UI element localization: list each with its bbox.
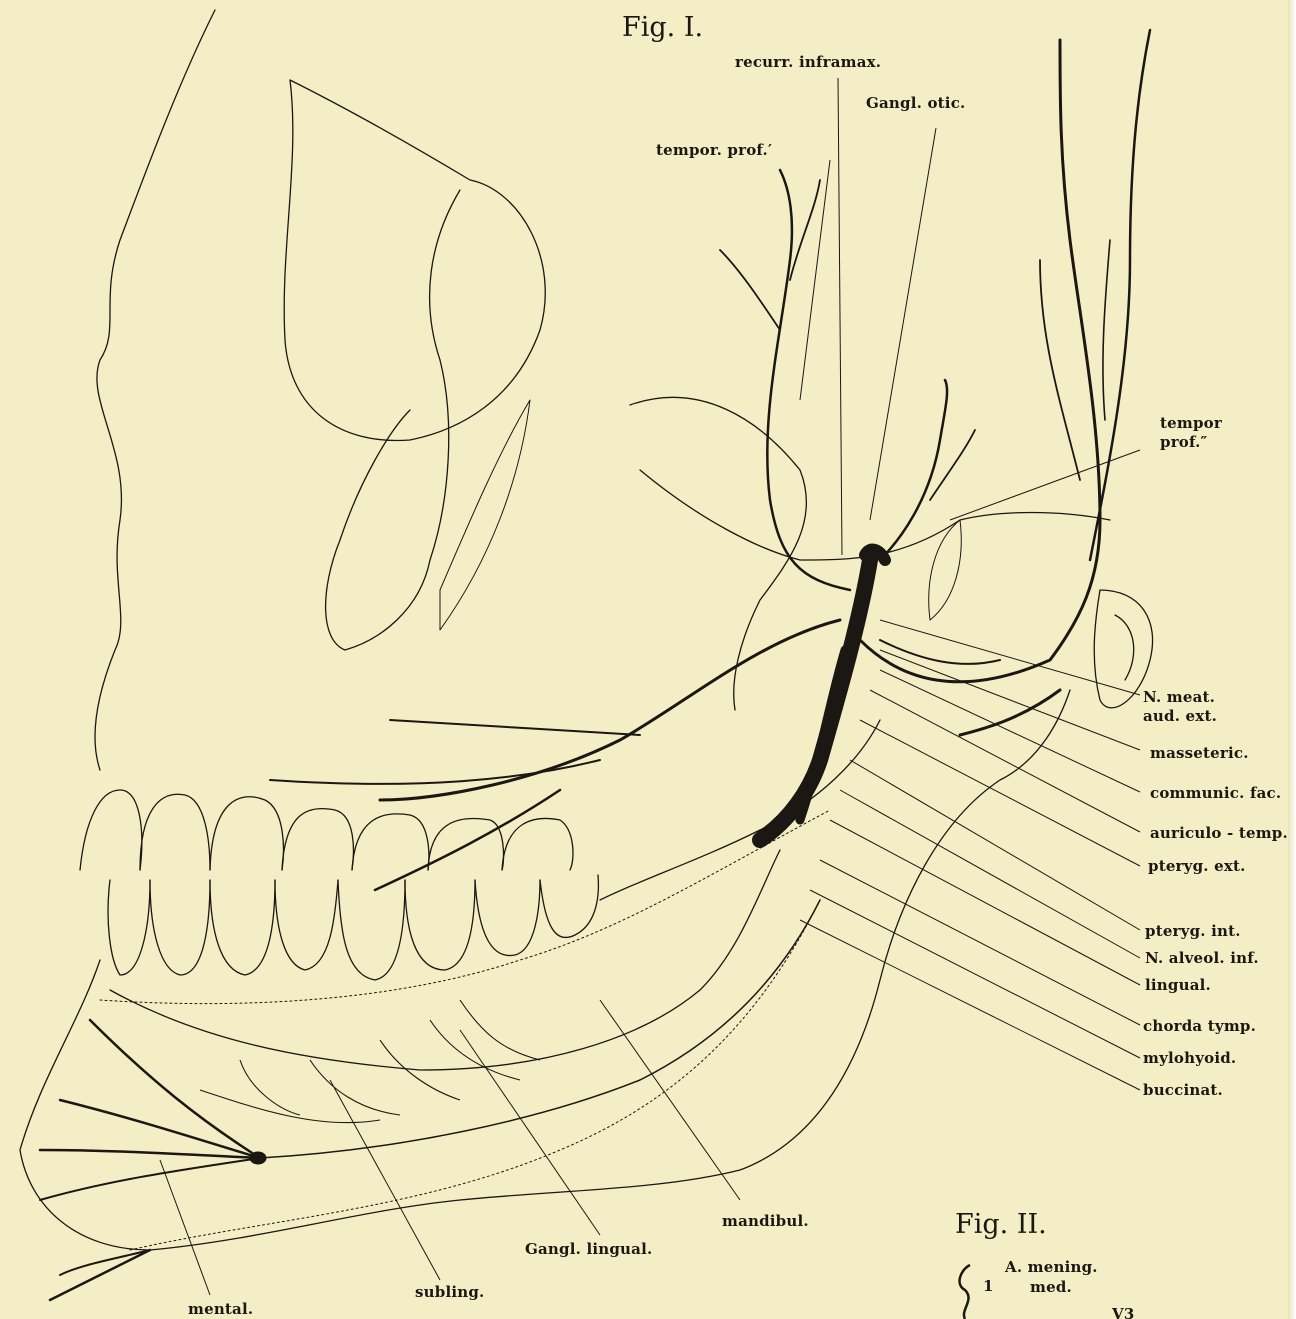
lingual-trunk (960, 690, 1060, 735)
fig2-label-a-mening-line1: A. mening. (1004, 1258, 1098, 1276)
leader-lines (160, 78, 1140, 1295)
label-lingual: lingual. (1145, 976, 1211, 994)
fig2-drawing (960, 1265, 970, 1319)
deep-temporal-nerve-1 (767, 170, 850, 590)
fig1-title: Fig. I. (622, 12, 703, 43)
label-pteryg-ext: pteryg. ext. (1148, 857, 1246, 875)
mandible-outline (20, 690, 1070, 1250)
label-tempor-prof1: tempor. prof.′ (656, 141, 772, 159)
label-n-meat-line1: N. meat. (1143, 688, 1215, 706)
label-subling: subling. (415, 1283, 484, 1301)
label-gangl-lingual: Gangl. lingual. (525, 1240, 652, 1258)
label-chorda-tymp: chorda tymp. (1143, 1017, 1256, 1035)
label-pteryg-int: pteryg. int. (1145, 922, 1241, 940)
lower-teeth (108, 875, 598, 980)
skull-outline (95, 10, 215, 770)
label-n-meat-line2: aud. ext. (1143, 707, 1217, 725)
label-auriculo-temp: auriculo - temp. (1150, 824, 1288, 842)
page-edge (1288, 0, 1296, 1319)
label-buccinat: buccinat. (1143, 1081, 1223, 1099)
label-mandibul: mandibul. (722, 1212, 809, 1230)
upper-teeth (80, 790, 573, 870)
ear-inner (1115, 615, 1134, 680)
alveolar-nerve (800, 650, 845, 820)
label-tempor-prof2-line2: prof.″ (1160, 433, 1208, 451)
label-n-alveol-inf: N. alveol. inf. (1145, 949, 1259, 967)
mental-nerve-fan (40, 1020, 266, 1300)
mandible-ramus (600, 720, 880, 900)
label-tempor-prof2-line1: tempor (1160, 414, 1223, 432)
buccal-nerve (380, 620, 840, 800)
masseteric-nerve (880, 640, 1000, 664)
label-mental: mental. (188, 1300, 253, 1318)
cheek-outline (326, 190, 460, 650)
sublingual-twigs (200, 1000, 540, 1123)
label-communic-fac: communic. fac. (1150, 784, 1281, 802)
label-mylohyoid: mylohyoid. (1143, 1049, 1236, 1067)
orbit-outline (284, 80, 545, 440)
auriculotemporal-nerve (860, 40, 1100, 682)
label-gangl-otic: Gangl. otic. (866, 94, 965, 112)
label-recurr-inframax: recurr. inframax. (735, 53, 881, 71)
fig2-label-a-mening-line2: med. (1030, 1278, 1072, 1296)
fig2-label-v3: V3 (1111, 1305, 1134, 1319)
label-masseteric: masseteric. (1150, 744, 1249, 762)
maxilla-hatch (440, 400, 530, 630)
fig2-label-num1: 1 (983, 1277, 994, 1295)
alveolar-canal-dotted (130, 900, 820, 1250)
fig2-title: Fig. II. (955, 1209, 1047, 1240)
